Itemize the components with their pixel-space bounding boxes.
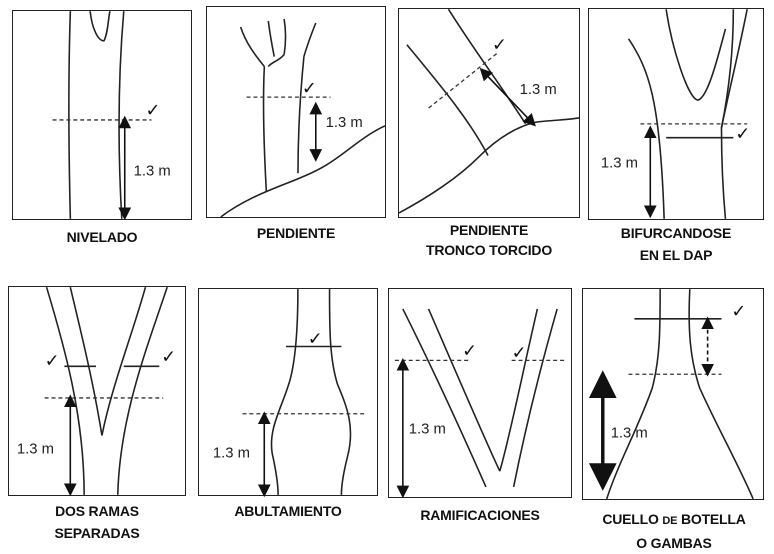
caption-text: RAMIFICACIONES xyxy=(420,507,540,523)
check-icon-right: ✓ xyxy=(161,346,176,367)
trunk-right-line xyxy=(116,286,168,495)
caption-nivelado: NIVELADO xyxy=(12,226,192,248)
panel-pendiente: 1.3 m ✓ xyxy=(206,6,386,218)
panel-cuello-botella: 1.3 m ✓ xyxy=(582,288,764,500)
fork-inner-left xyxy=(427,308,501,472)
ramificaciones-diagram: 1.3 m ✓ ✓ xyxy=(394,308,568,499)
dbh-dashed-line xyxy=(428,52,499,109)
branch-inner xyxy=(267,54,285,68)
caption-word-botella: BOTELLA xyxy=(680,511,746,527)
check-icon: ✓ xyxy=(731,301,746,322)
fork-inner-right xyxy=(101,286,147,436)
check-icon: ✓ xyxy=(146,100,161,121)
caption-line-1: BIFURCANDOSE xyxy=(620,225,732,241)
caption-line-2: TRONCO TORCIDO xyxy=(425,242,553,258)
trunk-left-line xyxy=(68,11,72,219)
trunk-right-line xyxy=(688,289,754,500)
trunk-left-line xyxy=(45,286,85,495)
caption-line-2: EN EL DAP xyxy=(639,247,713,263)
branch-left xyxy=(239,26,265,68)
slope-ground-line xyxy=(398,117,580,214)
panel-ramificaciones: 1.3 m ✓ ✓ xyxy=(388,288,572,499)
caption-dos-ramas: DOS RAMAS SEPARADAS xyxy=(8,500,186,544)
trunk-right-line xyxy=(512,308,558,488)
trunk-lower-line xyxy=(406,44,489,156)
check-icon: ✓ xyxy=(492,35,507,56)
trunk-left-line xyxy=(262,66,268,192)
trunk-left-line xyxy=(605,289,661,500)
caption-pendiente-torcido: PENDIENTE TRONCO TORCIDO xyxy=(394,220,584,260)
fork-inner-left xyxy=(69,286,103,436)
fork-outer-right xyxy=(720,9,735,128)
nivelado-diagram: 1.3 m ✓ xyxy=(52,11,171,221)
dos-ramas-diagram: 1.3 m ✓ ✓ xyxy=(17,286,176,497)
panel-bifurcandose: 1.3 m ✓ xyxy=(588,8,764,220)
check-icon: ✓ xyxy=(735,124,750,145)
measure-label: 1.3 m xyxy=(17,441,54,457)
panel-abultamiento: 1.3 m ✓ xyxy=(198,288,378,498)
measure-label: 1.3 m xyxy=(134,163,171,179)
trunk-left-line xyxy=(627,38,665,219)
measure-label: 1.3 m xyxy=(601,155,638,171)
caption-line-2: SEPARADAS xyxy=(54,525,140,541)
trunk-left-line xyxy=(402,308,487,488)
caption-text: PENDIENTE xyxy=(256,225,336,241)
caption-line-2: O GAMBAS xyxy=(636,535,712,551)
panel-pendiente-torcido: 1.3 m ✓ xyxy=(398,8,580,218)
trunk-right-line xyxy=(328,289,352,495)
caption-line-1: DOS RAMAS xyxy=(55,503,139,519)
trunk-left-line xyxy=(270,289,299,495)
check-icon: ✓ xyxy=(302,78,317,99)
fork-inner xyxy=(665,9,727,101)
check-icon-left: ✓ xyxy=(45,350,60,371)
check-icon: ✓ xyxy=(308,329,323,350)
caption-ramificaciones: RAMIFICACIONES xyxy=(386,504,574,526)
caption-line-1: PENDIENTE xyxy=(449,222,529,238)
measure-label: 1.3 m xyxy=(409,422,446,438)
caption-text: ABULTAMIENTO xyxy=(234,503,342,519)
cuello-botella-diagram: 1.3 m ✓ xyxy=(588,289,754,500)
abultamiento-diagram: 1.3 m ✓ xyxy=(213,289,368,498)
caption-word-cuello: CUELLO xyxy=(602,511,659,527)
measure-label: 1.3 m xyxy=(520,82,557,98)
slope-ground-line xyxy=(220,125,386,218)
measure-label: 1.3 m xyxy=(326,115,363,131)
branch-mid2 xyxy=(283,18,287,55)
measure-label: 1.3 m xyxy=(611,426,648,442)
fork-inner-right xyxy=(499,308,539,472)
caption-bifurcandose: BIFURCANDOSE EN EL DAP xyxy=(588,222,764,266)
height-arrow xyxy=(479,67,536,127)
branch-notch xyxy=(89,11,111,42)
branch-right xyxy=(303,22,317,57)
panel-nivelado: 1.3 m ✓ xyxy=(12,10,192,221)
measure-label: 1.3 m xyxy=(213,445,250,461)
caption-word-de: DE xyxy=(662,515,678,527)
trunk-right-line xyxy=(297,56,305,174)
trunk-upper-line xyxy=(447,8,527,125)
pendiente-diagram: 1.3 m ✓ xyxy=(220,18,386,218)
caption-line-1: CUELLO DE BOTELLA xyxy=(574,508,774,532)
trunk-right-line xyxy=(720,9,748,219)
branch-mid xyxy=(267,20,276,57)
panel-dos-ramas: 1.3 m ✓ ✓ xyxy=(8,286,186,497)
caption-pendiente: PENDIENTE xyxy=(206,222,386,244)
bifurcandose-diagram: 1.3 m ✓ xyxy=(601,9,750,219)
check-icon-left: ✓ xyxy=(462,340,477,361)
caption-text: NIVELADO xyxy=(66,229,138,245)
pendiente-torcido-diagram: 1.3 m ✓ xyxy=(398,8,580,214)
caption-cuello-botella: CUELLO DE BOTELLA O GAMBAS xyxy=(574,508,774,554)
caption-abultamiento: ABULTAMIENTO xyxy=(198,500,378,522)
trunk-right-line xyxy=(118,11,125,219)
check-icon-right: ✓ xyxy=(512,342,527,363)
